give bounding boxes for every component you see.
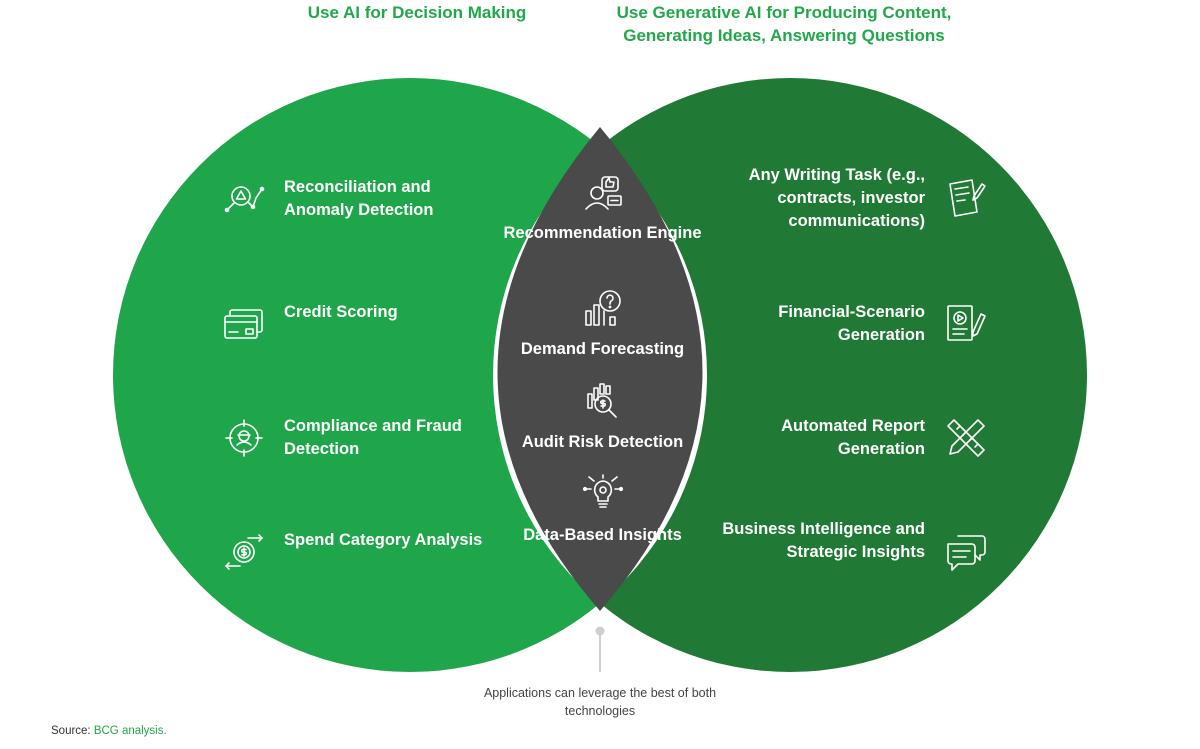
overlap-note: Applications can leverage the best of bo…: [483, 686, 717, 718]
chat-bubbles-icon: [944, 530, 988, 574]
right-item-business-intelligence: Business Intelligence and Strategic Insi…: [722, 520, 925, 561]
dollar-gear-arrows-icon: [222, 530, 266, 574]
right-item-writing-task: Any Writing Task (e.g., contracts, inves…: [748, 166, 925, 230]
note-connector-dot: [595, 626, 605, 636]
question-chart-icon: [582, 287, 626, 331]
fraud-target-icon: [222, 416, 266, 460]
circuit-lightbulb-icon: [581, 472, 625, 516]
document-play-pen-icon: [944, 302, 988, 346]
magnifier-alert-icon: [222, 176, 266, 220]
source-prefix: Source:: [51, 725, 94, 737]
left-item-compliance: Compliance and Fraud Detection: [284, 417, 462, 458]
user-thumbs-up-icon: [580, 171, 624, 215]
pencil-ruler-icon: [944, 416, 988, 460]
left-item-spend-category: Spend Category Analysis: [284, 531, 483, 549]
middle-item-audit-risk: Audit Risk Detection: [521, 433, 684, 451]
overlap-lens: [497, 127, 703, 611]
middle-item-recommendation: Recommendation Engine: [503, 224, 702, 242]
left-item-credit-scoring: Credit Scoring: [284, 303, 398, 321]
source-line: Source: BCG analysis.: [51, 725, 167, 737]
right-item-automated-report: Automated Report Generation: [781, 417, 925, 458]
document-pen-icon: [944, 176, 988, 220]
credit-cards-icon: [222, 302, 266, 346]
middle-item-data-insights: Data-Based Insights: [523, 526, 682, 544]
right-circle-title: Use Generative AI for Producing Content,…: [616, 3, 952, 45]
left-item-reconciliation: Reconciliation and Anomaly Detection: [284, 178, 434, 219]
chart-dollar-magnifier-icon: [582, 380, 626, 424]
left-circle-title: Use AI for Decision Making: [307, 3, 527, 22]
source-value: BCG analysis.: [93, 725, 167, 737]
middle-item-demand-forecasting: Demand Forecasting: [520, 340, 685, 358]
right-item-financial-scenario: Financial-Scenario Generation: [778, 303, 925, 344]
